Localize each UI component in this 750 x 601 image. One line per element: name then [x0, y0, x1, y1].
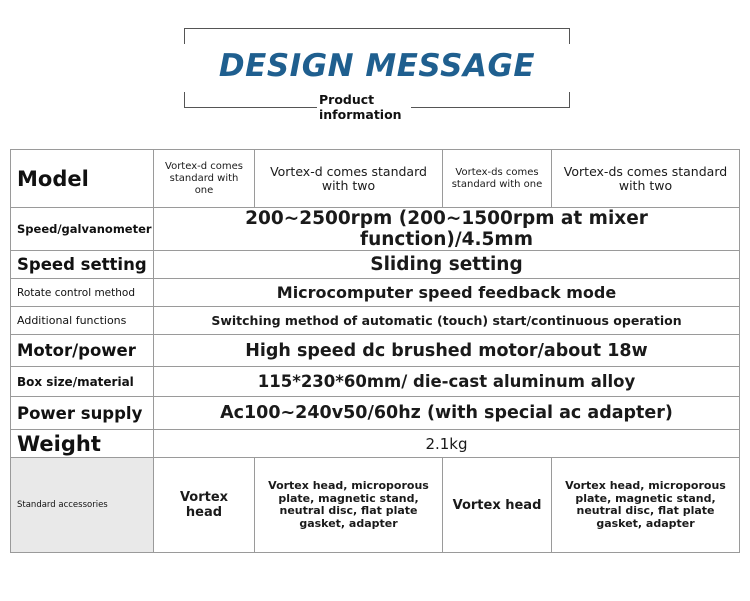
subtitle-line-1: Product — [319, 92, 375, 107]
model-label: Model — [10, 149, 154, 208]
table-row: Additional functions Switching method of… — [10, 306, 740, 335]
table-row: Rotate control method Microcomputer spee… — [10, 278, 740, 307]
header-left-bottom-tick — [184, 92, 185, 108]
row-value: High speed dc brushed motor/about 18w — [153, 334, 740, 367]
model-col-1: Vortex-d comes standard with one — [153, 149, 255, 208]
accessories-col-3: Vortex head — [442, 457, 552, 553]
row-value: 200~2500rpm (200~1500rpm at mixer functi… — [153, 207, 740, 251]
row-value: Switching method of automatic (touch) st… — [153, 306, 740, 335]
row-value: 115*230*60mm/ die-cast aluminum alloy — [153, 366, 740, 397]
section-header: DESIGN MESSAGE Product information — [184, 28, 570, 122]
accessories-col-4: Vortex head, microporous plate, magnetic… — [551, 457, 740, 553]
row-label: Box size/material — [10, 366, 154, 397]
page-subtitle: Product information — [317, 92, 411, 122]
row-label: Power supply — [10, 396, 154, 430]
accessories-label: Standard accessories — [10, 457, 154, 553]
model-col-2: Vortex-d comes standard with two — [254, 149, 443, 208]
table-row: Power supply Ac100~240v50/60hz (with spe… — [10, 396, 740, 430]
table-row: Speed setting Sliding setting — [10, 250, 740, 279]
model-col-3: Vortex-ds comes standard with one — [442, 149, 552, 208]
accessories-col-2: Vortex head, microporous plate, magnetic… — [254, 457, 443, 553]
row-value: Sliding setting — [153, 250, 740, 279]
table-row-model: Model Vortex-d comes standard with one V… — [10, 149, 740, 208]
row-value: Ac100~240v50/60hz (with special ac adapt… — [153, 396, 740, 430]
row-label: Speed/galvanometer — [10, 207, 154, 251]
accessories-col-1: Vortex head — [153, 457, 255, 553]
table-row: Weight 2.1kg — [10, 429, 740, 458]
table-row-accessories: Standard accessories Vortex head Vortex … — [10, 457, 740, 553]
table-row: Motor/power High speed dc brushed motor/… — [10, 334, 740, 367]
model-col-4: Vortex-ds comes standard with two — [551, 149, 740, 208]
table-row: Box size/material 115*230*60mm/ die-cast… — [10, 366, 740, 397]
row-value: Microcomputer speed feedback mode — [153, 278, 740, 307]
header-left-top-tick — [184, 28, 185, 44]
row-value: 2.1kg — [153, 429, 740, 458]
row-label: Additional functions — [10, 306, 154, 335]
row-label: Motor/power — [10, 334, 154, 367]
page-title: DESIGN MESSAGE — [218, 48, 536, 84]
header-top-border — [184, 28, 570, 29]
header-right-bottom-tick — [569, 92, 570, 108]
row-label: Speed setting — [10, 250, 154, 279]
subtitle-line-2: information — [319, 107, 402, 122]
row-label: Rotate control method — [10, 278, 154, 307]
header-right-top-tick — [569, 28, 570, 44]
row-label: Weight — [10, 429, 154, 458]
spec-table: Model Vortex-d comes standard with one V… — [10, 149, 740, 553]
table-row: Speed/galvanometer 200~2500rpm (200~1500… — [10, 207, 740, 251]
